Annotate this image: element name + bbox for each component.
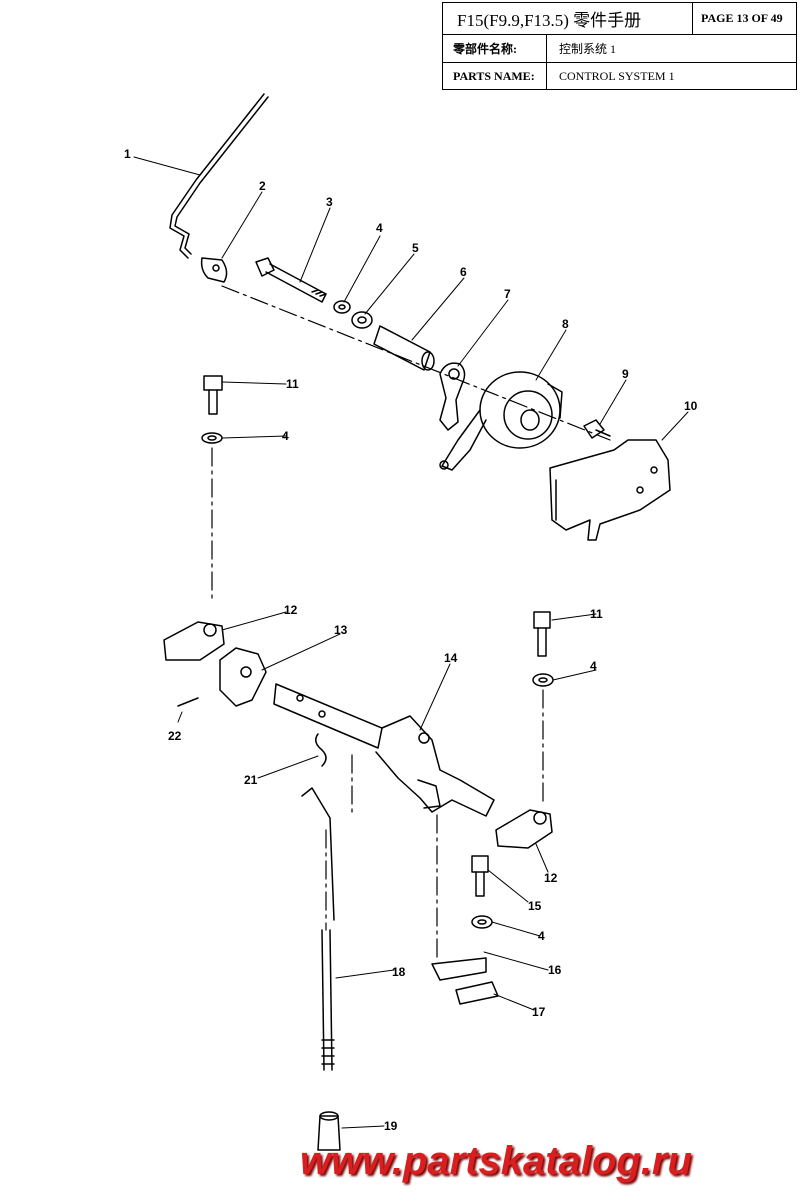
- part-2-link: [200, 257, 228, 283]
- callout-22: 22: [168, 729, 182, 743]
- callout-17: 17: [532, 1005, 546, 1019]
- callout-labels: 1 2 3 4 5 6 7 8 9 10 11 4 12 13 22 14 11…: [124, 147, 698, 1133]
- callout-10: 10: [684, 399, 698, 413]
- parts-name-value-en: CONTROL SYSTEM 1: [559, 68, 675, 83]
- callout-13: 13: [334, 623, 348, 637]
- part-9-screw: [583, 419, 611, 439]
- callout-16: 16: [548, 963, 562, 977]
- part-12-bracket-right: [495, 809, 553, 849]
- callout-19: 19: [384, 1119, 398, 1133]
- callout-11-a: 11: [286, 377, 299, 391]
- part-5-washer: [351, 311, 373, 329]
- part-10-bracket: [549, 439, 671, 541]
- parts-name-label-en: PARTS NAME:: [443, 63, 547, 89]
- part-7-cam-link: [439, 362, 466, 431]
- callout-3: 3: [326, 195, 333, 209]
- part-14-shift-shaft: [273, 683, 495, 817]
- part-12-bracket-left: [163, 621, 225, 661]
- part-8-throttle-cam: [439, 371, 563, 471]
- part-11-bolt-right: [533, 611, 551, 657]
- part-21-clip: [315, 733, 327, 767]
- parts-name-value-cn: 控制系统 1: [559, 42, 617, 56]
- watermark: www.partskatalog.ru: [300, 1139, 692, 1183]
- callout-4-b: 4: [282, 429, 289, 443]
- english-name-row: PARTS NAME: CONTROL SYSTEM 1: [443, 63, 796, 89]
- callout-12-a: 12: [284, 603, 298, 617]
- part-11-bolt-upper: [203, 375, 223, 415]
- callout-8: 8: [562, 317, 569, 331]
- callout-6: 6: [460, 265, 467, 279]
- part-19-connector: [317, 1111, 341, 1151]
- callout-14: 14: [444, 651, 458, 665]
- part-17-plate: [455, 981, 499, 1005]
- document-title: F15(F9.9,F13.5) 零件手册: [443, 3, 693, 34]
- part-22-pin: [177, 697, 199, 707]
- callout-2: 2: [259, 179, 266, 193]
- title-row: F15(F9.9,F13.5) 零件手册 PAGE 13 OF 49: [443, 3, 796, 35]
- callout-18: 18: [392, 965, 406, 979]
- part-4-washer-lower: [471, 915, 493, 929]
- part-6-sleeve: [373, 325, 435, 371]
- page-number: PAGE 13 OF 49: [701, 11, 783, 25]
- callout-9: 9: [622, 367, 629, 381]
- callout-21: 21: [244, 773, 258, 787]
- center-lines: [211, 285, 611, 961]
- part-16-plate: [431, 957, 487, 981]
- part-4-washer: [333, 300, 351, 314]
- part-1-rod: [169, 93, 269, 259]
- part-3-bolt: [255, 257, 327, 303]
- callout-4-c: 4: [590, 659, 597, 673]
- callout-11-b: 11: [590, 607, 603, 621]
- callout-4-d: 4: [538, 929, 545, 943]
- part-4-washer-upper: [201, 432, 223, 444]
- callout-15: 15: [528, 899, 542, 913]
- part-18-rod: [301, 787, 335, 1071]
- callout-12-b: 12: [544, 871, 558, 885]
- callout-1: 1: [124, 147, 131, 161]
- part-4-washer-right: [532, 673, 554, 687]
- callout-5: 5: [412, 241, 419, 255]
- title-block: F15(F9.9,F13.5) 零件手册 PAGE 13 OF 49 零部件名称…: [442, 2, 797, 90]
- part-15-bolt: [471, 855, 489, 897]
- callout-7: 7: [504, 287, 511, 301]
- leader-lines: [133, 156, 689, 1129]
- chinese-name-row: 零部件名称: 控制系统 1: [443, 35, 796, 63]
- callout-4-a: 4: [376, 221, 383, 235]
- part-13-clamp: [219, 647, 267, 707]
- parts-name-label-cn: 零部件名称:: [443, 35, 547, 62]
